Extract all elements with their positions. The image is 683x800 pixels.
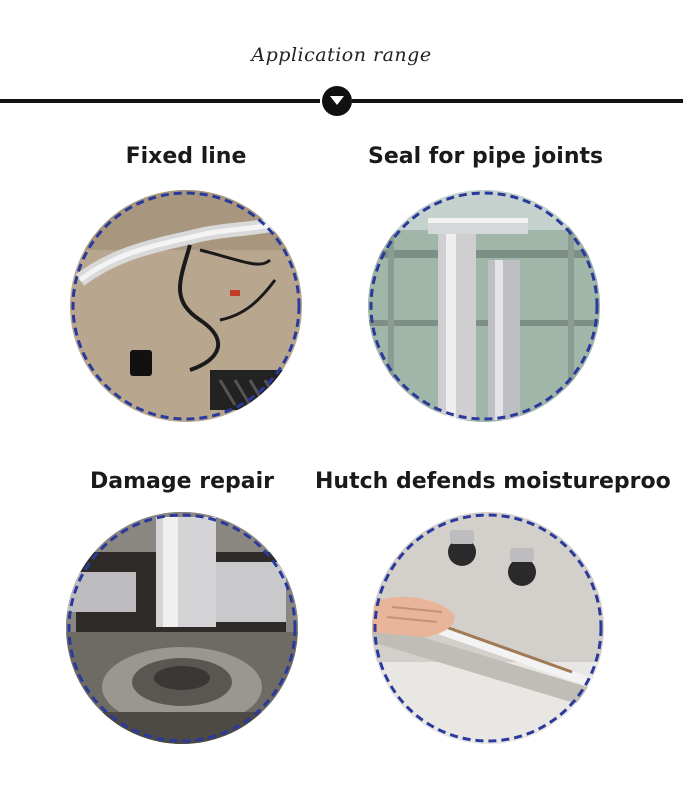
item-label-seal-pipe-joints: Seal for pipe joints [368,144,604,169]
photo-seal-pipe-joints [368,190,600,422]
section-title: Application range [251,44,432,66]
divider-line-left [0,99,320,103]
item-label-damage-repair: Damage repair [90,469,274,494]
photo-hutch-moistureproof [372,512,604,744]
chevron-down-icon [322,86,352,116]
item-label-hutch-moistureproof: Hutch defends moistureproo [315,469,671,494]
divider-line-right [352,99,683,103]
item-label-fixed-line: Fixed line [125,144,247,169]
photo-damage-repair [66,512,298,744]
photo-fixed-line [70,190,302,422]
